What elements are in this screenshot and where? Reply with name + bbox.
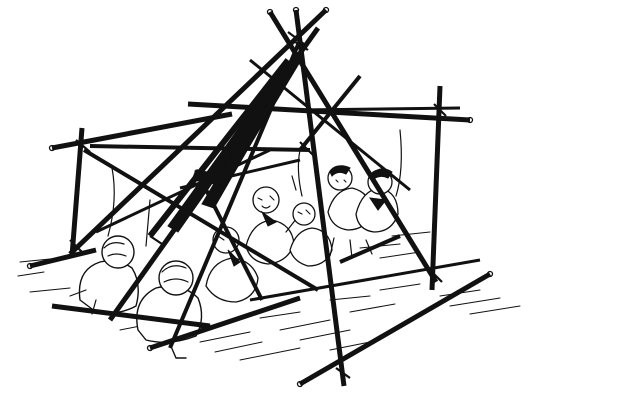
pole-ends xyxy=(26,6,494,388)
child-front-left xyxy=(69,235,139,315)
lashings xyxy=(69,31,447,379)
rope-lines xyxy=(107,129,402,247)
child-middle-right xyxy=(289,202,333,267)
